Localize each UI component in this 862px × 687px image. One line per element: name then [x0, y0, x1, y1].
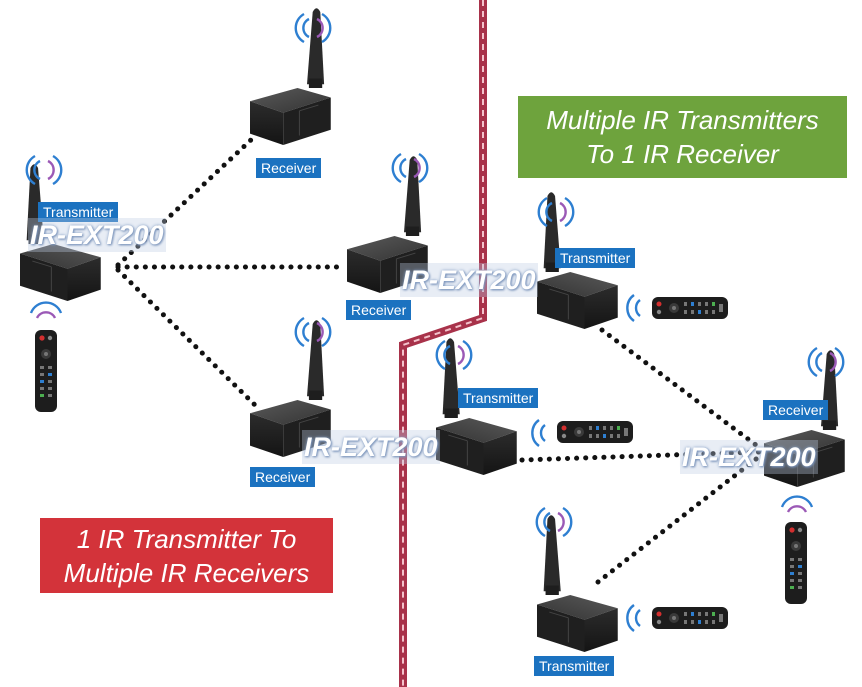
section-divider: [399, 0, 487, 687]
remote-control-icon: [557, 421, 633, 443]
right-signal-links: [519, 327, 763, 585]
receiver-device-top: [249, 7, 332, 146]
link-transmitter-bottom-receiver: [595, 453, 763, 585]
watermark: IR-EXT200: [680, 440, 818, 474]
left-title-line-2: Multiple IR Receivers: [63, 558, 310, 588]
link-transmitter-receiver-top: [115, 135, 256, 268]
ir-waves-icon: [626, 603, 642, 633]
ir-waves-icon: [780, 495, 814, 514]
right-title-banner: Multiple IR Transmitters To 1 IR Receive…: [518, 96, 847, 178]
transmitter-label: Transmitter: [38, 202, 119, 222]
right-title-line-2: To 1 IR Receiver: [586, 139, 779, 169]
link-transmitter-receiver-bottom: [115, 267, 261, 411]
watermark: IR-EXT200: [302, 430, 440, 464]
remote-control-icon: [785, 522, 807, 604]
watermark: IR-EXT200: [28, 218, 166, 252]
remote-control-icon: [652, 297, 728, 319]
ir-waves-icon: [29, 301, 63, 320]
ir-waves-icon: [531, 418, 547, 448]
transmitter-label: Transmitter: [458, 388, 539, 408]
receiver-label: Receiver: [346, 300, 412, 320]
left-title-banner: 1 IR Transmitter To Multiple IR Receiver…: [40, 518, 333, 593]
receiver-label: Receiver: [256, 158, 322, 178]
receiver-label: Receiver: [250, 467, 316, 487]
remote-control-icon: [35, 330, 57, 412]
link-transmitter-middle-receiver: [519, 449, 763, 463]
transmitter-device-bottom: [536, 514, 619, 653]
left-title-line-1: 1 IR Transmitter To: [76, 524, 297, 554]
remote-control-icon: [652, 607, 728, 629]
watermark: IR-EXT200: [400, 263, 538, 297]
receiver-label: Receiver: [763, 400, 829, 420]
link-transmitter-top-receiver: [599, 327, 763, 451]
transmitter-label: Transmitter: [555, 248, 636, 268]
ir-waves-icon: [626, 293, 642, 323]
transmitter-label: Transmitter: [534, 656, 615, 676]
left-signal-links: [115, 135, 348, 411]
right-title-line-1: Multiple IR Transmitters: [546, 105, 819, 135]
